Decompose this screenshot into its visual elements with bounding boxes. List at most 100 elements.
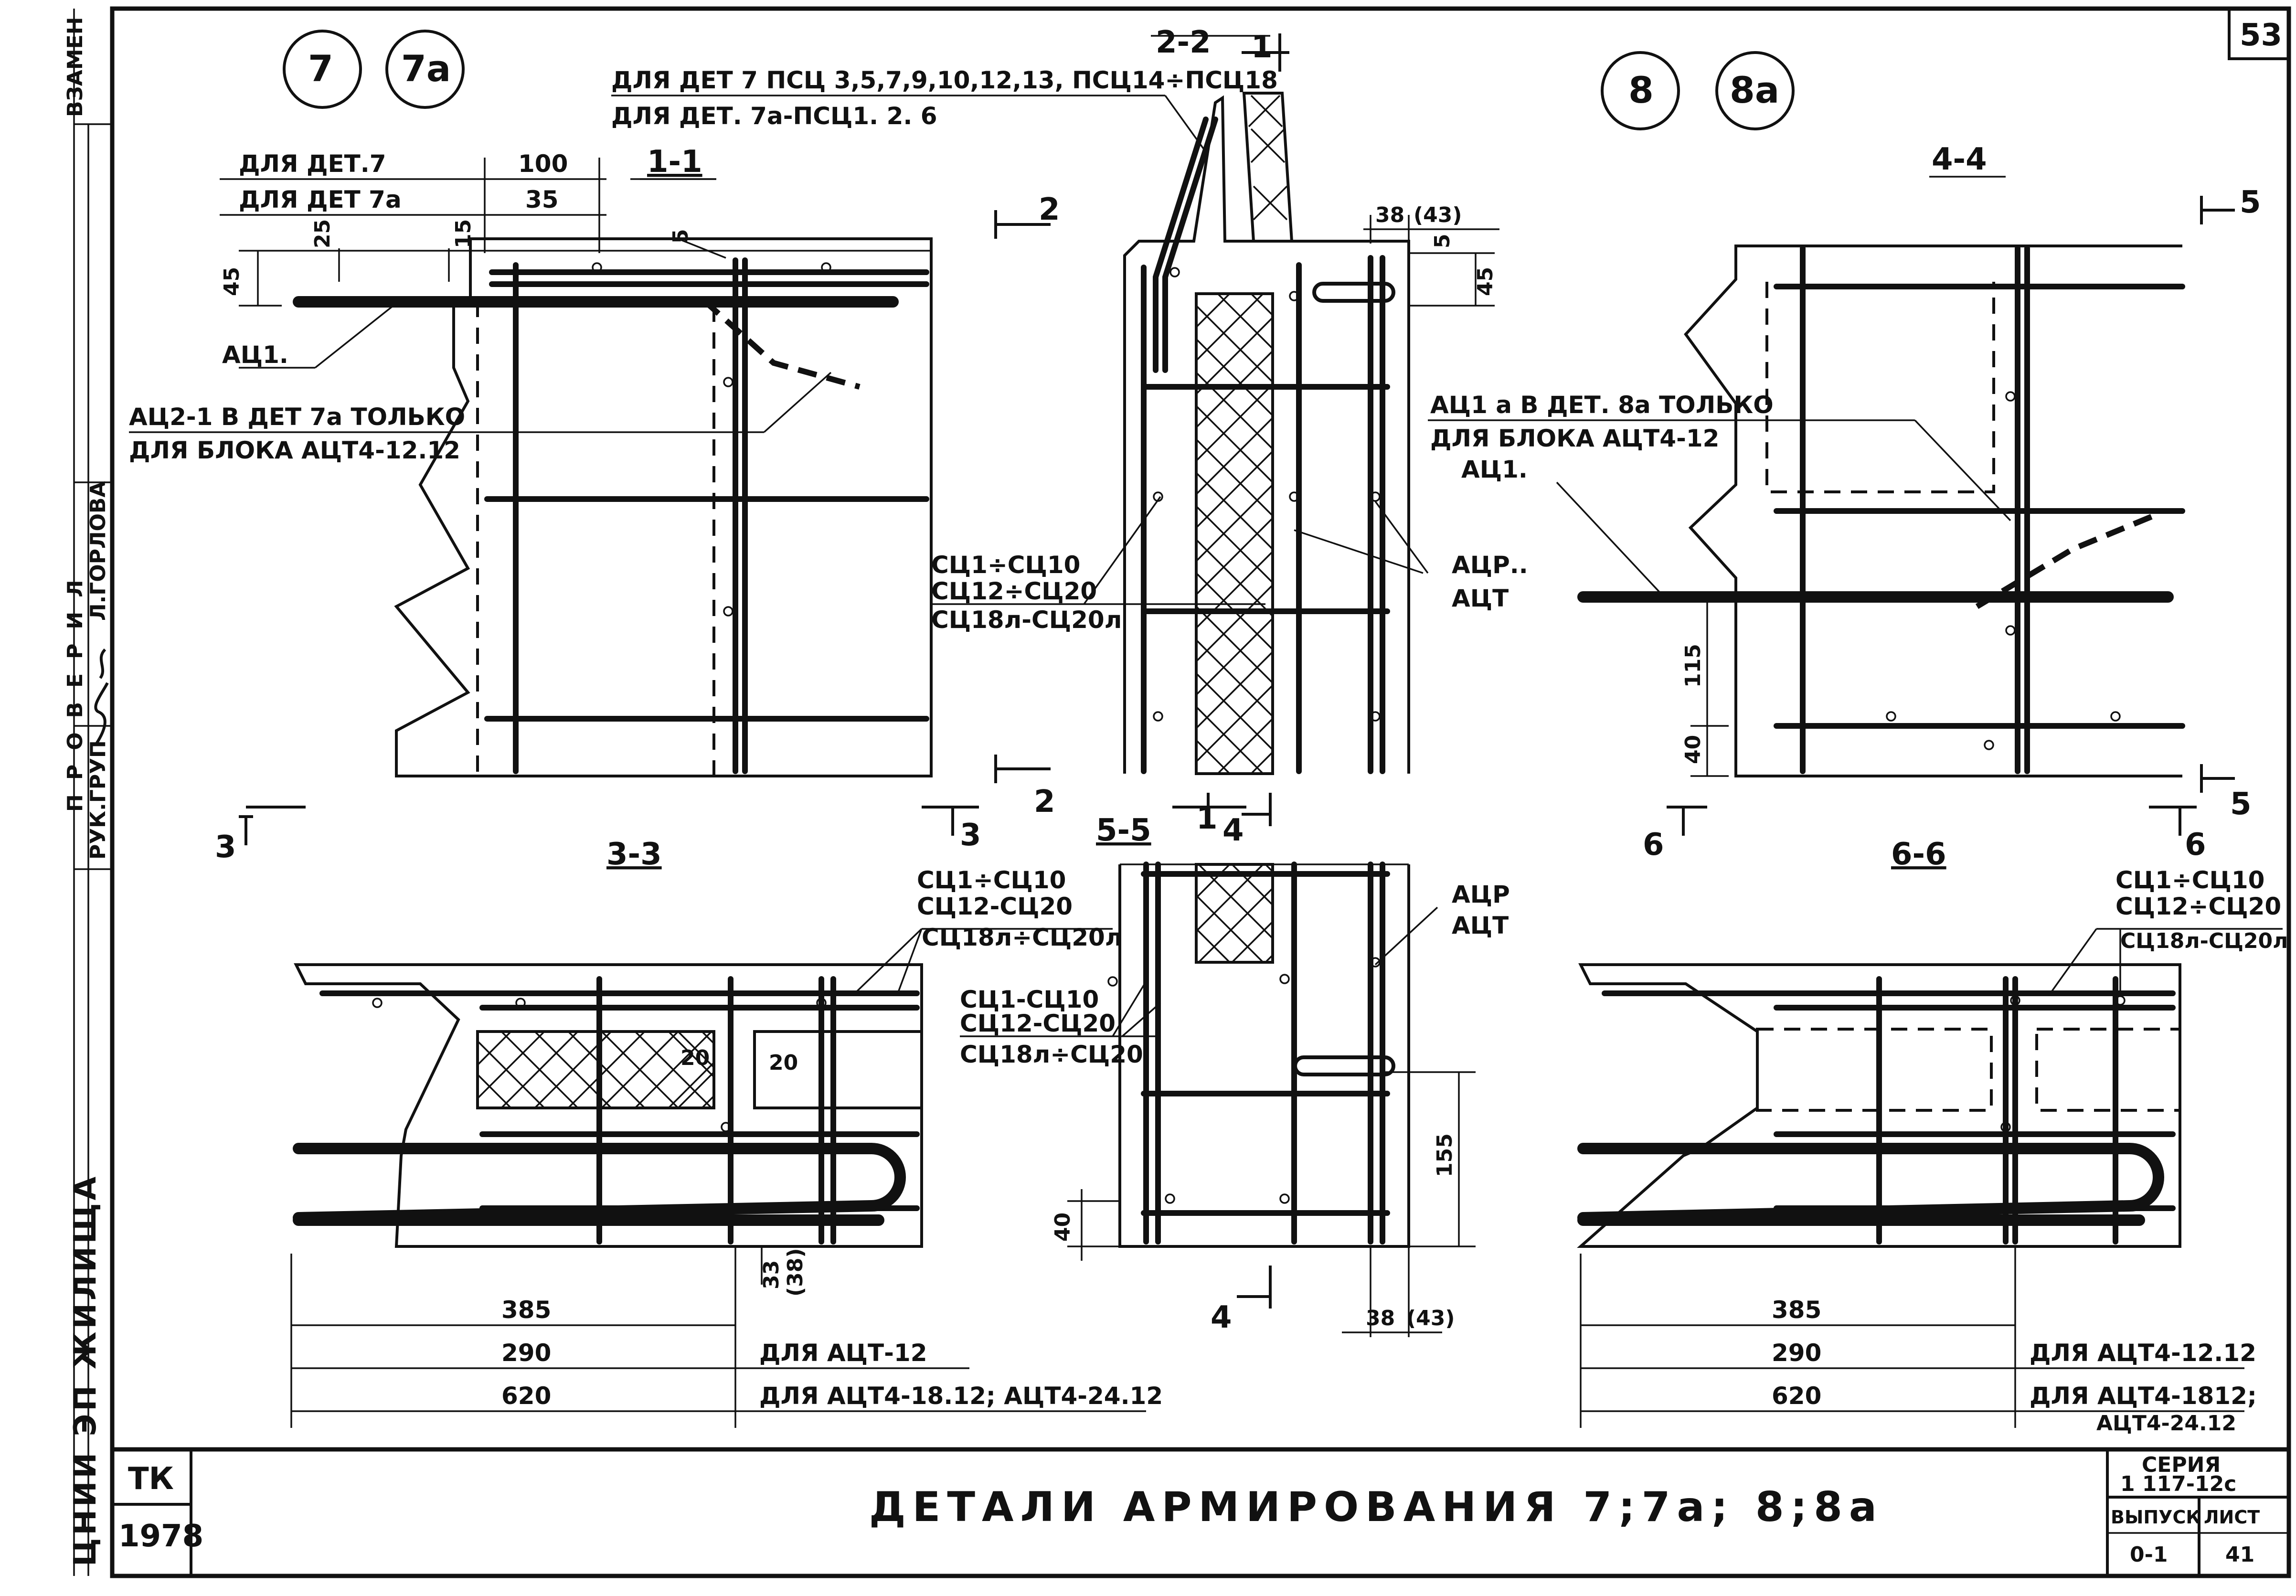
- marker-4-bottom: 4: [1211, 1300, 1232, 1335]
- dim-385-6-6: 385: [1772, 1296, 1821, 1324]
- dim-620-3-3: 620: [501, 1382, 551, 1410]
- note-4-4-line2: ДЛЯ БЛОКА АЦТ4-12: [1430, 425, 1719, 452]
- section-1-1-title: 1-1: [647, 144, 702, 180]
- section-3-3-drawing: [239, 806, 1146, 1428]
- label-sc-line1-3-3: СЦ1÷СЦ10: [917, 866, 1066, 894]
- note-620-6-6-line2: АЦТ4-24.12: [2096, 1411, 2236, 1436]
- label-sc-line1-2-2: СЦ1÷СЦ10: [931, 551, 1080, 579]
- dim-row1-value: 100: [518, 150, 568, 178]
- series-value: 1 117-12с: [2120, 1472, 2236, 1496]
- marker-3-left: 3: [215, 830, 236, 865]
- label-acr-line1-2-2: АЦР..: [1452, 551, 1528, 579]
- signature: [94, 648, 109, 746]
- marker-1-top: 1: [1251, 30, 1273, 65]
- dim-5-1-1: 5: [669, 229, 693, 244]
- section-4-4-drawing: [1428, 176, 2235, 793]
- label-acc1-1-1: АЦ1.: [222, 341, 288, 369]
- marker-5-bottom: 5: [2230, 787, 2252, 822]
- detail-8: 8: [1628, 69, 1654, 111]
- dim-290-3-3: 290: [501, 1339, 551, 1367]
- detail-markers: [283, 30, 1795, 130]
- detail-8a: 8а: [1730, 69, 1779, 111]
- side-label-checker: Л.ГОРЛОВА: [86, 481, 110, 621]
- note-620-6-6-line1: ДЛЯ АЦТ4-1812;: [2030, 1382, 2257, 1410]
- label-sc-line2-2-2: СЦ12÷СЦ20: [931, 577, 1097, 605]
- note-290-6-6: ДЛЯ АЦТ4-12.12: [2030, 1339, 2256, 1367]
- dim-385-3-3: 385: [501, 1296, 551, 1324]
- dim-43-5-5: (43): [1406, 1306, 1455, 1330]
- dim-5-2-2: 5: [1430, 234, 1455, 248]
- dim-43-2-2: (43): [1414, 203, 1462, 227]
- detail-7a: 7а: [401, 47, 451, 90]
- dim-row2-value: 35: [525, 186, 559, 213]
- label-acr-line2-5-5: АЦТ: [1452, 912, 1509, 939]
- section-2-2-title: 2-2: [1156, 25, 1211, 60]
- side-label-institute: ЦНИИ ЭП ЖИЛИЩА: [68, 1174, 103, 1566]
- section-6-6-drawing: [1577, 806, 2283, 1428]
- label-sc-line1-5-5: СЦ1-СЦ10: [960, 986, 1099, 1013]
- sheet-title: ДЕТАЛИ АРМИРОВАНИЯ 7;7а; 8;8а: [869, 1483, 1883, 1531]
- label-acr-line1-5-5: АЦР: [1452, 881, 1510, 908]
- dim-row2-label: ДЛЯ ДЕТ 7а: [239, 186, 402, 213]
- marker-4-top: 4: [1222, 813, 1244, 848]
- side-label-group-head: РУК.ГРУП: [86, 740, 110, 860]
- dim-40-5-5: 40: [1051, 1213, 1075, 1242]
- label-sc-line1-6-6: СЦ1÷СЦ10: [2115, 866, 2264, 894]
- section-5-5-drawing: [960, 793, 1476, 1337]
- section-3-3-title: 3-3: [606, 837, 662, 872]
- dim-38-2-2: 38: [1375, 203, 1404, 227]
- side-label-top: ВЗАМЕН: [63, 17, 87, 117]
- label-sc-line2-5-5: СЦ12-СЦ20: [960, 1010, 1116, 1037]
- label-sc-line3-6-6: СЦ18л-СЦ20л: [2120, 929, 2288, 953]
- marker-5-top: 5: [2240, 185, 2261, 220]
- dim-38-5-5: 38: [1366, 1306, 1395, 1330]
- note-4-4-line1: АЦ1 а В ДЕТ. 8а ТОЛЬКО: [1430, 391, 1774, 419]
- dim-20a-3-3: 20: [680, 1046, 710, 1070]
- marker-6-left: 6: [1643, 827, 1664, 862]
- page-number: 53: [2240, 18, 2282, 53]
- label-acc1-4-4: АЦ1.: [1461, 456, 1528, 483]
- dim-33-3-3: 33: [759, 1260, 784, 1289]
- section-4-4-title: 4-4: [1932, 142, 1987, 177]
- section-1-1-drawing: [129, 158, 933, 777]
- label-sc-line3-3-3: СЦ18л÷СЦ20л: [922, 924, 1122, 951]
- note-2-2-line1: ДЛЯ ДЕТ 7 ПСЦ 3,5,7,9,10,12,13, ПСЦ14÷ПС…: [611, 66, 1278, 94]
- detail-7: 7: [308, 47, 333, 90]
- marker-2-bottom: 2: [1034, 784, 1055, 819]
- dim-115-4-4: 115: [1681, 644, 1705, 688]
- list-value: 41: [2225, 1543, 2254, 1567]
- dim-15-1-1: 15: [451, 219, 476, 248]
- dim-38-3-3: (38): [783, 1248, 808, 1297]
- dim-20b-3-3: 20: [769, 1051, 798, 1075]
- note-620-3-3: ДЛЯ АЦТ4-18.12; АЦТ4-24.12: [759, 1382, 1163, 1410]
- dim-40-4-4: 40: [1681, 735, 1705, 764]
- stamp-year: 1978: [118, 1519, 203, 1554]
- note-2-2-line2: ДЛЯ ДЕТ. 7а-ПСЦ1. 2. 6: [611, 102, 937, 130]
- issue-label: ВЫПУСК: [2111, 1507, 2200, 1528]
- marker-1-middle: 1: [1196, 801, 1218, 836]
- label-sc-line2-3-3: СЦ12-СЦ20: [917, 893, 1073, 920]
- dim-row1-label: ДЛЯ ДЕТ.7: [239, 150, 386, 178]
- note-acc21-line1: АЦ2-1 В ДЕТ 7а ТОЛЬКО: [129, 403, 465, 431]
- label-acr-line2-2-2: АЦТ: [1452, 585, 1509, 612]
- stamp-code: ТК: [128, 1461, 174, 1497]
- section-5-5-label: 5-5: [1096, 813, 1151, 848]
- label-sc-line3-5-5: СЦ18л÷СЦ20: [960, 1041, 1143, 1068]
- issue-value: 0-1: [2130, 1543, 2168, 1567]
- section-6-6-title: 6-6: [1891, 837, 1946, 872]
- label-sc-line3-2-2: СЦ18л-СЦ20л: [931, 606, 1122, 634]
- dim-45-2-2: 45: [1473, 267, 1498, 296]
- marker-2-top: 2: [1039, 192, 1060, 227]
- dim-25-1-1: 25: [310, 219, 335, 248]
- section-2-2-drawing: [611, 33, 1499, 783]
- dim-620-6-6: 620: [1772, 1382, 1821, 1410]
- note-acc21-line2: ДЛЯ БЛОКА АЦТ4-12.12: [129, 436, 460, 464]
- dim-155-5-5: 155: [1433, 1133, 1457, 1177]
- marker-6-right: 6: [2185, 827, 2206, 862]
- dim-290-6-6: 290: [1772, 1339, 1821, 1367]
- side-label-checked: ПРОВЕРИЛ: [63, 565, 87, 812]
- series-label: СЕРИЯ: [2142, 1453, 2221, 1477]
- dim-45-1-1: 45: [220, 267, 244, 296]
- label-sc-line2-6-6: СЦ12÷СЦ20: [2115, 893, 2281, 920]
